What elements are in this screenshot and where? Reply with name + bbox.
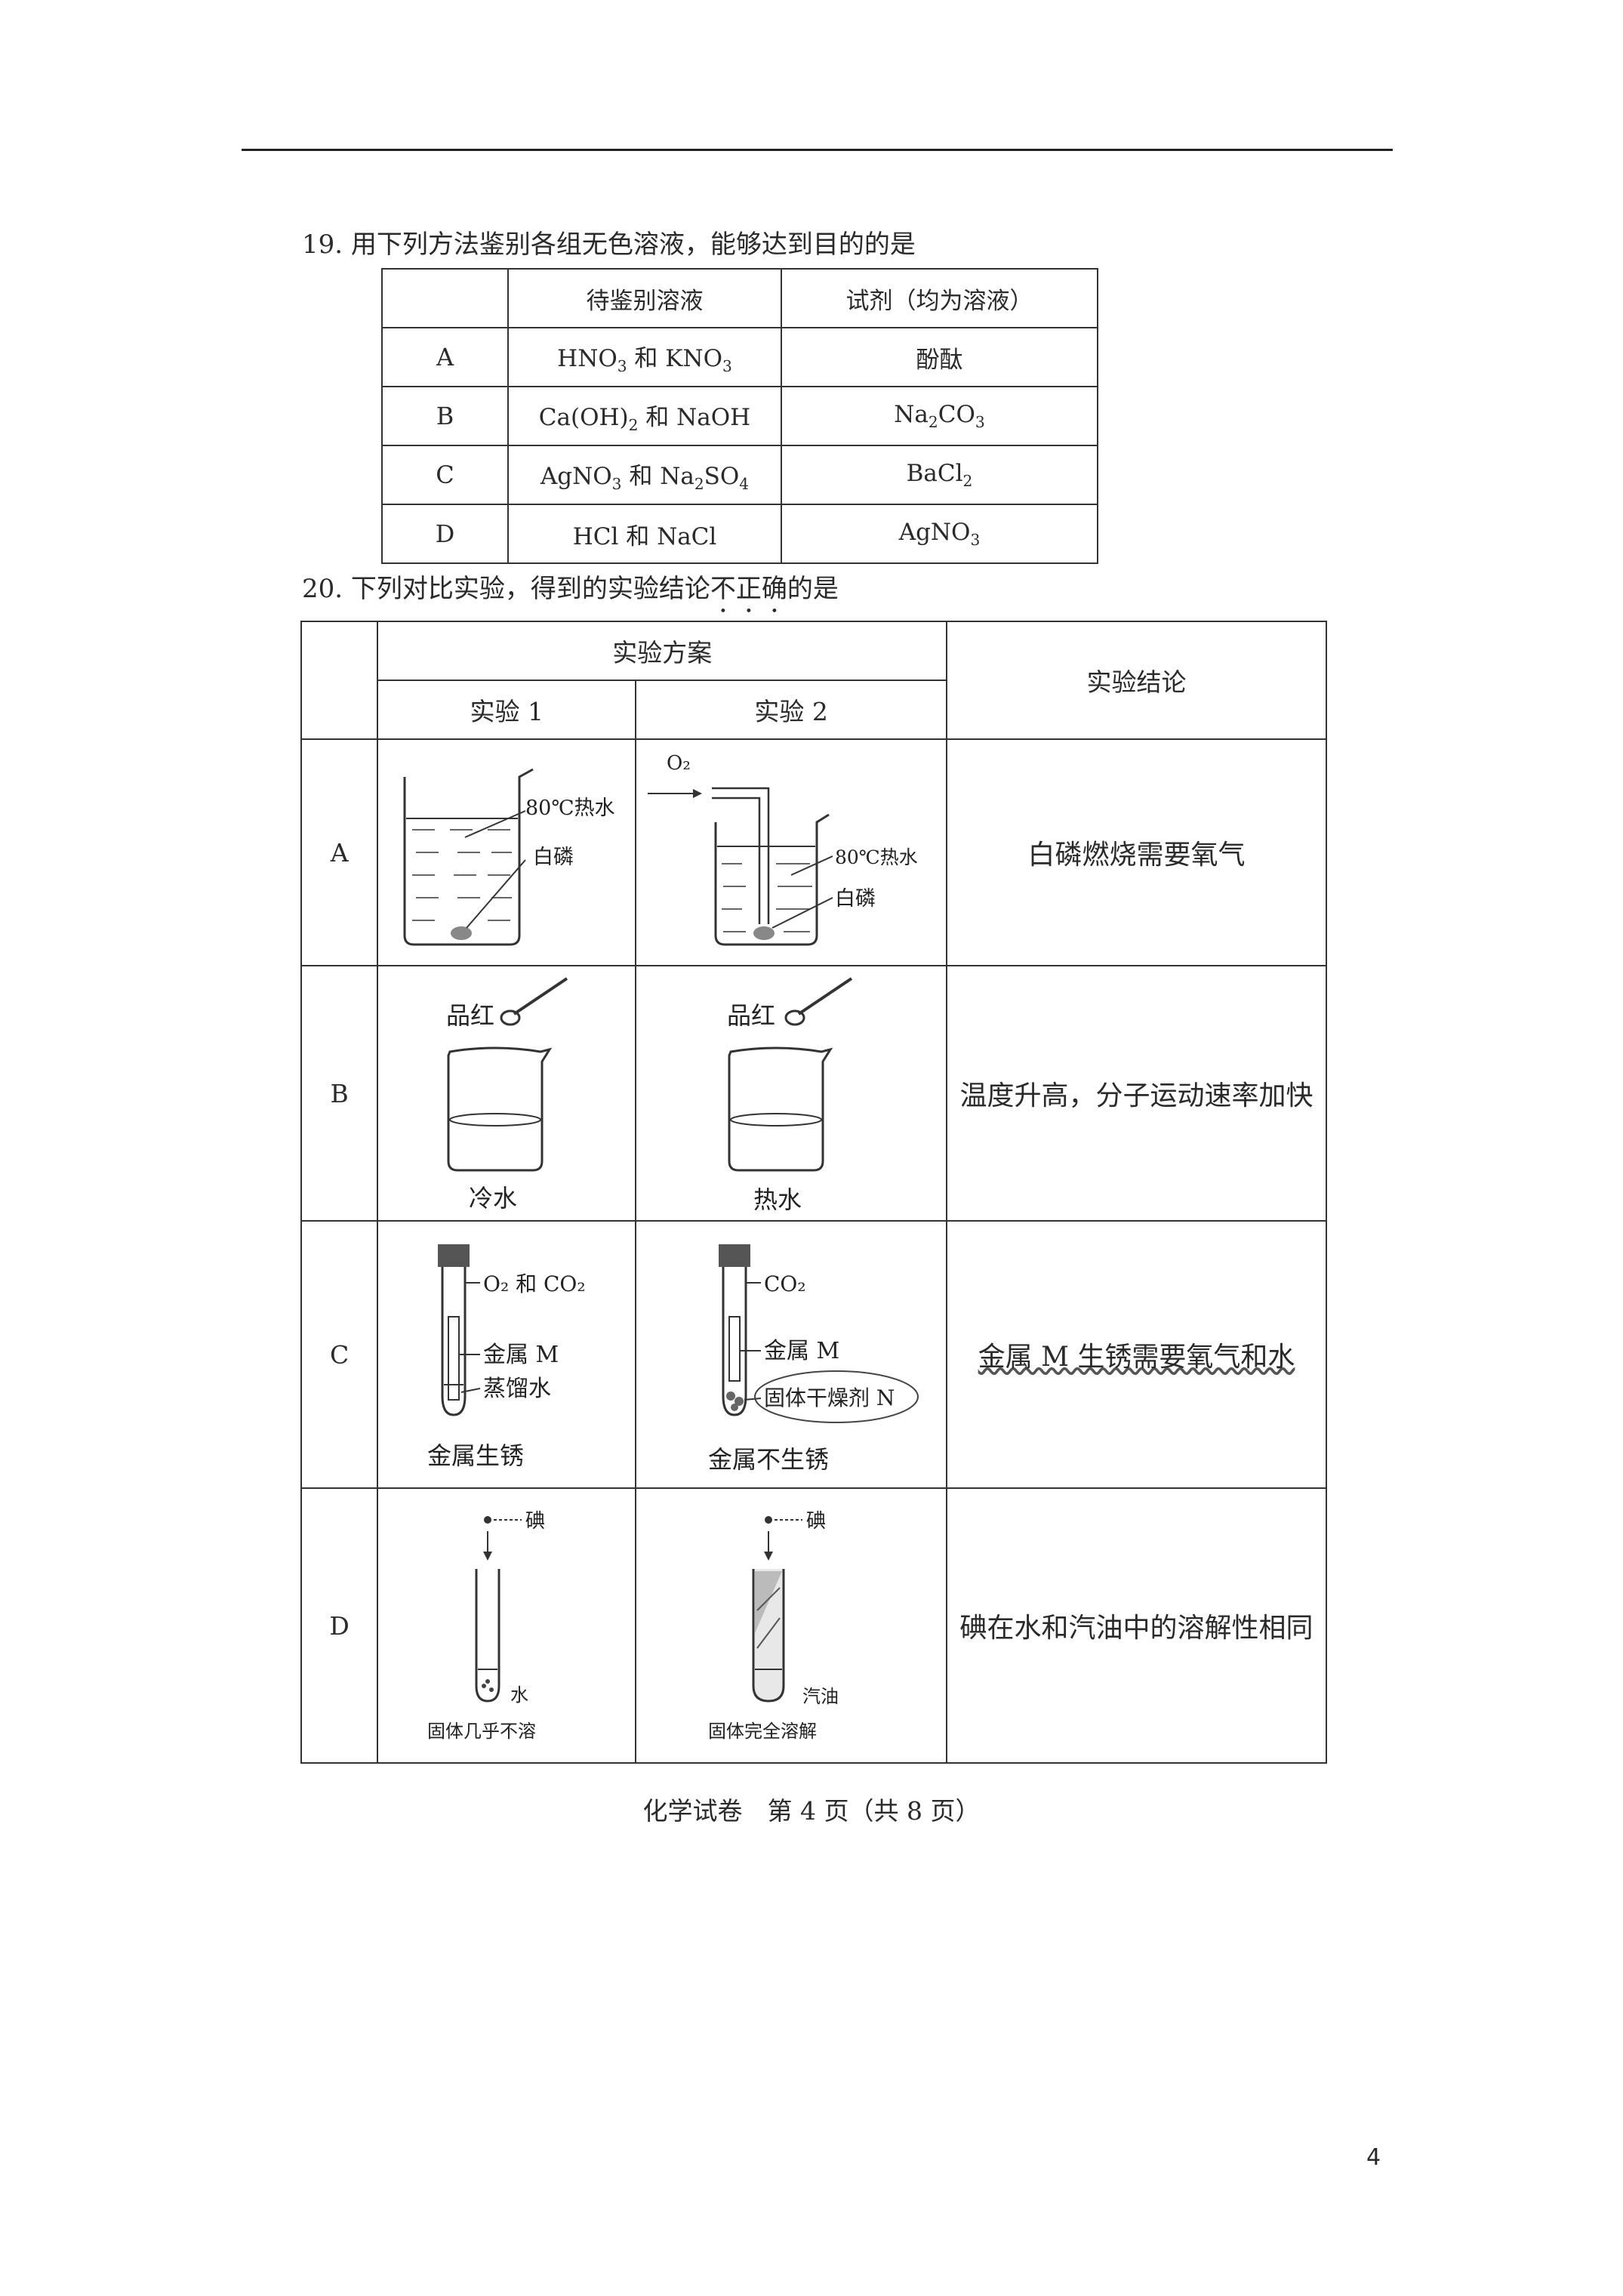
q20-header-row-2: 实验 1 实验 2 [301, 680, 1326, 740]
q20-option-b: B [300, 965, 379, 1222]
q20-d-exp2: 碘 汽油 固体完全溶解 [635, 1487, 948, 1764]
d1-result-label: 固体几乎不溶 [427, 1721, 536, 1742]
q20-c-exp2: CO₂ 金属 M 固体干燥剂 N 金属不生锈 [635, 1220, 948, 1489]
q19-option-d: D [381, 504, 509, 564]
d2-gasoline-label: 汽油 [802, 1686, 839, 1707]
q20-a-exp2: O₂ 80℃热水 白磷 [635, 738, 948, 966]
a1-water-label: 80℃热水 [525, 797, 615, 820]
c2-result-label: 金属不生锈 [708, 1445, 829, 1474]
b2-dye-label: 品红 [727, 1001, 775, 1030]
q20-a-exp1: 80℃热水 白磷 [377, 738, 637, 966]
table-row: D HCl 和 NaCl AgNO3 [381, 504, 1098, 564]
q20-header-conclusion: 实验结论 [946, 621, 1327, 740]
a2-phosphorus-label: 白磷 [835, 887, 876, 911]
c2-gas-label: CO₂ [764, 1271, 806, 1296]
q20-b-exp2: 品红 热水 [635, 965, 948, 1222]
d2-result-label: 固体完全溶解 [708, 1721, 817, 1742]
q20-conclusion-c: 金属 M 生锈需要氧气和水 [946, 1220, 1327, 1489]
c1-water-label: 蒸馏水 [483, 1376, 551, 1402]
q20-b-exp1: 品红 冷水 [377, 965, 637, 1222]
q20-option-a: A [300, 738, 379, 966]
q19-header-row: 待鉴别溶液 试剂（均为溶液） [381, 268, 1098, 328]
q19-number: 19. [302, 230, 343, 260]
q19-option-c: C [381, 445, 509, 505]
q19-reagent-d: AgNO3 [781, 504, 1098, 564]
q20-header-row-1: 实验方案 实验结论 [300, 621, 1327, 740]
q19-reagent-c: BaCl2 [781, 445, 1098, 505]
q20-header-exp1: 实验 1 [377, 680, 637, 740]
d2-iodine-label: 碘 [806, 1510, 826, 1533]
q19-table: 待鉴别溶液 试剂（均为溶液） A HNO3 和 KNO3 酚酞 B Ca(OH)… [381, 268, 1098, 564]
q20-stem: 20. 下列对比实验，得到的实验结论不正确的是 [302, 568, 839, 619]
q20-conclusion-b: 温度升高，分子运动速率加快 [946, 965, 1327, 1222]
q20-conclusion-c-text: 金属 M 生锈需要氧气和水 [978, 1342, 1295, 1373]
test-tube-desiccant-diagram: CO₂ 金属 M 固体干燥剂 N 金属不生锈 [708, 1244, 919, 1474]
c1-metal-label: 金属 M [483, 1342, 559, 1368]
q19-reagent-b: Na2CO3 [781, 386, 1098, 446]
d1-water-label: 水 [510, 1684, 528, 1706]
table-row: C O₂ 和 CO₂ 金属 M 蒸馏水 金属生锈 [300, 1220, 1327, 1489]
beaker-oxygen-diagram: O₂ 80℃热水 白磷 [648, 752, 918, 946]
q19-stem: 19. 用下列方法鉴别各组无色溶液，能够达到目的的是 [302, 223, 916, 260]
test-tube-water-diagram: O₂ 和 CO₂ 金属 M 蒸馏水 金属生锈 [427, 1244, 586, 1470]
q20-stem-emphasis: 不正确 [710, 574, 787, 604]
table-row: C AgNO3 和 Na2SO4 BaCl2 [381, 445, 1098, 505]
q20-number: 20. [302, 574, 343, 604]
q20-option-d: D [300, 1487, 379, 1764]
q19-header-empty [381, 268, 509, 328]
b1-water-label: 冷水 [469, 1184, 517, 1213]
q19-solution-a: HNO3 和 KNO3 [507, 327, 782, 387]
q19-option-b: B [381, 386, 509, 446]
q19-solution-d: HCl 和 NaCl [507, 504, 782, 564]
table-row: D 碘 水 固体几乎不溶 碘 [300, 1487, 1327, 1764]
q19-header-solution: 待鉴别溶液 [507, 268, 782, 328]
q19-header-reagent: 试剂（均为溶液） [781, 268, 1098, 328]
q19-stem-text: 用下列方法鉴别各组无色溶液，能够达到目的的是 [350, 230, 916, 260]
test-tube-iodine-gasoline-diagram: 碘 汽油 固体完全溶解 [708, 1510, 839, 1742]
q20-stem-after: 的是 [787, 574, 839, 604]
test-tube-iodine-water-diagram: 碘 水 固体几乎不溶 [427, 1510, 545, 1742]
q19-solution-b: Ca(OH)2 和 NaOH [507, 386, 782, 446]
table-row: B 品红 冷水 品红 热水 温度升高，分子运动速率加快 [300, 965, 1327, 1222]
c1-result-label: 金属生锈 [427, 1441, 524, 1470]
q20-option-c: C [300, 1220, 379, 1489]
top-rule [242, 149, 1393, 151]
d1-iodine-label: 碘 [525, 1510, 545, 1533]
b2-water-label: 热水 [753, 1185, 802, 1214]
a2-oxygen-label: O₂ [667, 752, 691, 775]
beaker-hot-water-dye-diagram: 品红 热水 [727, 977, 853, 1214]
page-number: 4 [1366, 2144, 1381, 2171]
q19-solution-c: AgNO3 和 Na2SO4 [507, 445, 782, 505]
q19-option-a: A [381, 327, 509, 387]
q20-header-plan: 实验方案 [377, 621, 948, 681]
c2-metal-label: 金属 M [764, 1338, 839, 1364]
q20-header-empty [300, 621, 379, 740]
table-row: A 80℃热水 白磷 O₂ [300, 738, 1327, 966]
c2-desiccant-label: 固体干燥剂 N [764, 1385, 895, 1410]
beaker-cold-water-diagram: 品红 冷水 [446, 977, 568, 1213]
q20-c-exp1: O₂ 和 CO₂ 金属 M 蒸馏水 金属生锈 [377, 1220, 637, 1489]
a2-water-label: 80℃热水 [835, 846, 918, 868]
q20-conclusion-d: 碘在水和汽油中的溶解性相同 [946, 1487, 1327, 1764]
q20-conclusion-a: 白磷燃烧需要氧气 [946, 738, 1327, 966]
q19-reagent-a: 酚酞 [781, 327, 1098, 387]
table-row: B Ca(OH)2 和 NaOH Na2CO3 [381, 386, 1098, 446]
b1-dye-label: 品红 [446, 1001, 494, 1030]
page-footer: 化学试卷 第 4 页（共 8 页） [642, 1796, 981, 1826]
q20-stem-before: 下列对比实验，得到的实验结论 [350, 574, 710, 604]
a1-phosphorus-label: 白磷 [533, 846, 574, 869]
c1-gas-label: O₂ 和 CO₂ [483, 1271, 586, 1296]
q20-table: 实验方案 实验结论 实验 1 实验 2 A 80℃热水 [300, 621, 1327, 1764]
beaker-hot-water-diagram: 80℃热水 白磷 [403, 768, 615, 946]
q20-header-exp2: 实验 2 [635, 680, 948, 740]
table-row: A HNO3 和 KNO3 酚酞 [381, 327, 1098, 387]
q20-d-exp1: 碘 水 固体几乎不溶 [377, 1487, 637, 1764]
